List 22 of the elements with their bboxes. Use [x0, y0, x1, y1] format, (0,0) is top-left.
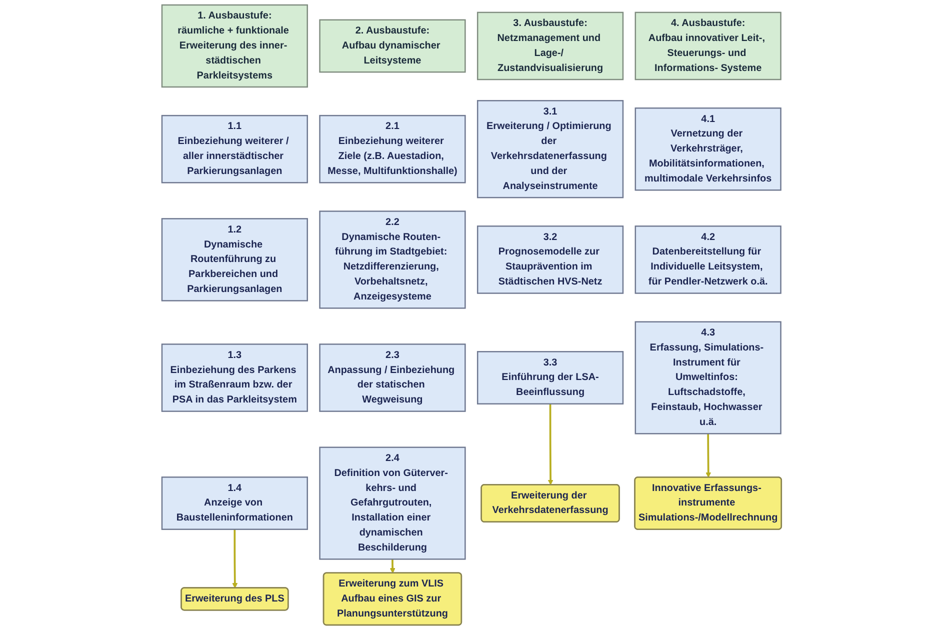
- arrow: [232, 529, 238, 588]
- arrow: [548, 404, 554, 486]
- node-box: 1.2 Dynamische Routenführung zu Parkbereichen und Parkierungsanlagen: [162, 218, 308, 302]
- node-box: 4. Ausbaustufe: Aufbau innovativer Leit-, Steuerungs- und Informations- Systeme: [635, 12, 782, 80]
- node-box: 4.3 Erfassung, Simulations- Instrument für Umweltinfos: Luftschadstoffe, Feinstaub, Hochwasser u.ä.: [635, 321, 782, 434]
- node-box: 1.3 Einbeziehung des Parkens im Straßenraum bzw. der PSA in das Parkleitsystem: [162, 344, 308, 412]
- arrow: [706, 434, 712, 478]
- node-box: 1.1 Einbeziehung weiterer / aller innerstädtischer Parkierungsanlagen: [162, 114, 308, 184]
- node-box: 2.2 Dynamische Routen- führung im Stadtgebiet: Netzdifferenzierung, Vorbehaltsnetz, Anzeigesysteme: [319, 210, 466, 309]
- node-box: 1.4 Anzeige von Baustelleninformationen: [162, 476, 308, 530]
- node-box: 3.1 Erweiterung / Optimierung der Verkehrsdatenerfassung und der Analyseinstrumente: [477, 100, 624, 198]
- node-box: 1. Ausbaustufe: räumliche + funktionale Erweiterung des inner- städtischen Parkleitsystems: [162, 4, 308, 88]
- node-box: 4.1 Vernetzung der Verkehrsträger, Mobilitätsinformationen, multimodale Verkehrsinfos: [635, 107, 782, 191]
- node-box: 2.4 Definition von Güterver- kehrs- und Gefahrgutrouten, Installation einer dynamischen Beschilderung: [319, 446, 466, 560]
- node-box: 2. Ausbaustufe: Aufbau dynamischer Leitsysteme: [319, 19, 466, 73]
- arrow: [390, 559, 396, 574]
- node-box: 2.1 Einbeziehung weiterer Ziele (z.B. Auestadion, Messe, Multifunktionshalle): [319, 114, 466, 184]
- node-box: 3. Ausbaustufe: Netzmanagement und Lage-/ Zustandvisualisierung: [477, 12, 624, 80]
- node-box: 3.2 Prognosemodelle zur Stauprävention im Städtischen HVS-Netz: [477, 226, 624, 294]
- node-box: 3.3 Einführung der LSA-Beeinflussung: [477, 351, 624, 404]
- node-box: 2.3 Anpassung / Einbeziehung der statischen Wegweisung: [319, 344, 466, 412]
- node-box: 4.2 Datenbereitstellung für Individuelle Leitsystem, für Pendler-Netzwerk o.ä.: [635, 226, 782, 294]
